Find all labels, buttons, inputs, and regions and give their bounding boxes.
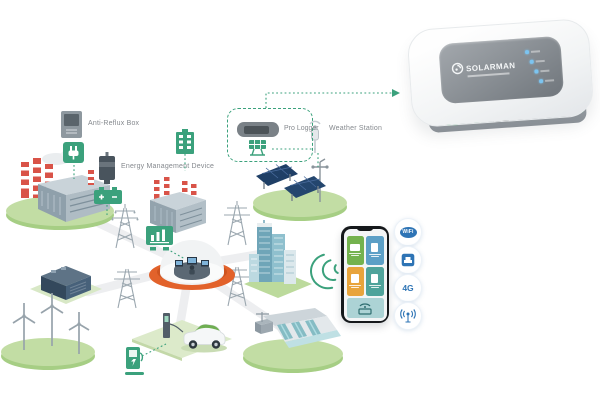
city-illustration bbox=[244, 220, 312, 298]
app-tile-connection bbox=[346, 297, 384, 318]
status-led bbox=[524, 50, 529, 54]
building-icon bbox=[176, 129, 194, 154]
wifi-badge: WiFi bbox=[394, 218, 422, 246]
battery-storage bbox=[28, 258, 104, 308]
app-tile-energy bbox=[366, 266, 384, 296]
power-plant-right bbox=[142, 172, 212, 238]
pylon-icon bbox=[224, 201, 250, 246]
label-weather-station: Weather Station bbox=[329, 125, 383, 132]
4g-label: 4G bbox=[402, 283, 414, 293]
radio-antenna-icon bbox=[400, 309, 416, 323]
pro-logger-box: Pro Logger bbox=[227, 108, 319, 162]
app-tile-report bbox=[346, 266, 364, 296]
smartphone bbox=[341, 226, 389, 323]
control-center-illustration bbox=[149, 240, 235, 290]
phone-notch bbox=[356, 226, 374, 231]
control-center bbox=[146, 228, 238, 292]
powerhouse bbox=[255, 312, 273, 334]
logger-face-panel: SOLARMAN bbox=[438, 35, 565, 105]
data-logger-product-photo: SOLARMAN bbox=[400, 13, 600, 148]
wind-farm bbox=[0, 292, 100, 372]
battery-storage-illustration bbox=[30, 266, 102, 304]
solar-farm bbox=[250, 150, 354, 222]
solar-farm-illustration bbox=[253, 158, 347, 221]
power-plant-right-illustration bbox=[150, 177, 206, 233]
energy-management-device-icon bbox=[96, 152, 118, 185]
pro-logger-device-icon bbox=[237, 122, 279, 137]
pylon-icon bbox=[114, 268, 140, 309]
wind-farm-illustration bbox=[1, 293, 95, 370]
ethernet-port-icon bbox=[401, 253, 415, 267]
label-anti-reflux-box: Anti-Reflux Box bbox=[88, 120, 140, 127]
transmission-tower-nw bbox=[110, 200, 140, 250]
pylon-icon bbox=[111, 204, 139, 249]
monitors bbox=[175, 257, 209, 267]
cellular-4g-circle: 4G bbox=[394, 274, 422, 302]
app-tile-battery bbox=[366, 235, 384, 265]
solarman-logo-icon bbox=[451, 62, 464, 75]
status-led bbox=[534, 69, 539, 74]
city-buildings bbox=[242, 220, 314, 304]
transmission-tower-ne bbox=[222, 197, 252, 247]
label-pro-logger: Pro Logger bbox=[284, 125, 319, 132]
app-tile-plant bbox=[346, 235, 364, 265]
app-screen bbox=[343, 228, 387, 321]
logger-body: SOLARMAN bbox=[406, 17, 595, 129]
energy-meter-icon bbox=[146, 226, 173, 251]
mini-solar-icon bbox=[249, 140, 266, 156]
operator-person bbox=[189, 265, 195, 270]
wifi-logo: WiFi bbox=[399, 226, 417, 238]
status-led bbox=[538, 79, 543, 83]
hydro-dam bbox=[241, 296, 347, 376]
solar-array bbox=[256, 164, 326, 201]
ethernet-circle bbox=[394, 246, 422, 274]
brand-tagline-line bbox=[467, 72, 510, 77]
antenna-circle bbox=[394, 302, 422, 330]
wind-turbine-icon bbox=[12, 293, 90, 354]
spillways bbox=[277, 319, 321, 340]
anti-reflux-box-icon bbox=[61, 111, 82, 138]
plug-icon bbox=[63, 142, 84, 163]
electric-car bbox=[183, 324, 226, 349]
label-energy-management-device: Energy Management Device bbox=[121, 163, 215, 170]
status-led bbox=[529, 59, 534, 64]
wifi-device-icon bbox=[358, 303, 372, 315]
battery-icon bbox=[94, 187, 122, 204]
transmission-tower-sw bbox=[112, 262, 142, 310]
weather-station-icon bbox=[306, 119, 324, 153]
hydro-dam-illustration bbox=[243, 308, 343, 373]
wifi-waves-icon bbox=[310, 253, 339, 290]
ev-charger-icon bbox=[125, 347, 144, 378]
